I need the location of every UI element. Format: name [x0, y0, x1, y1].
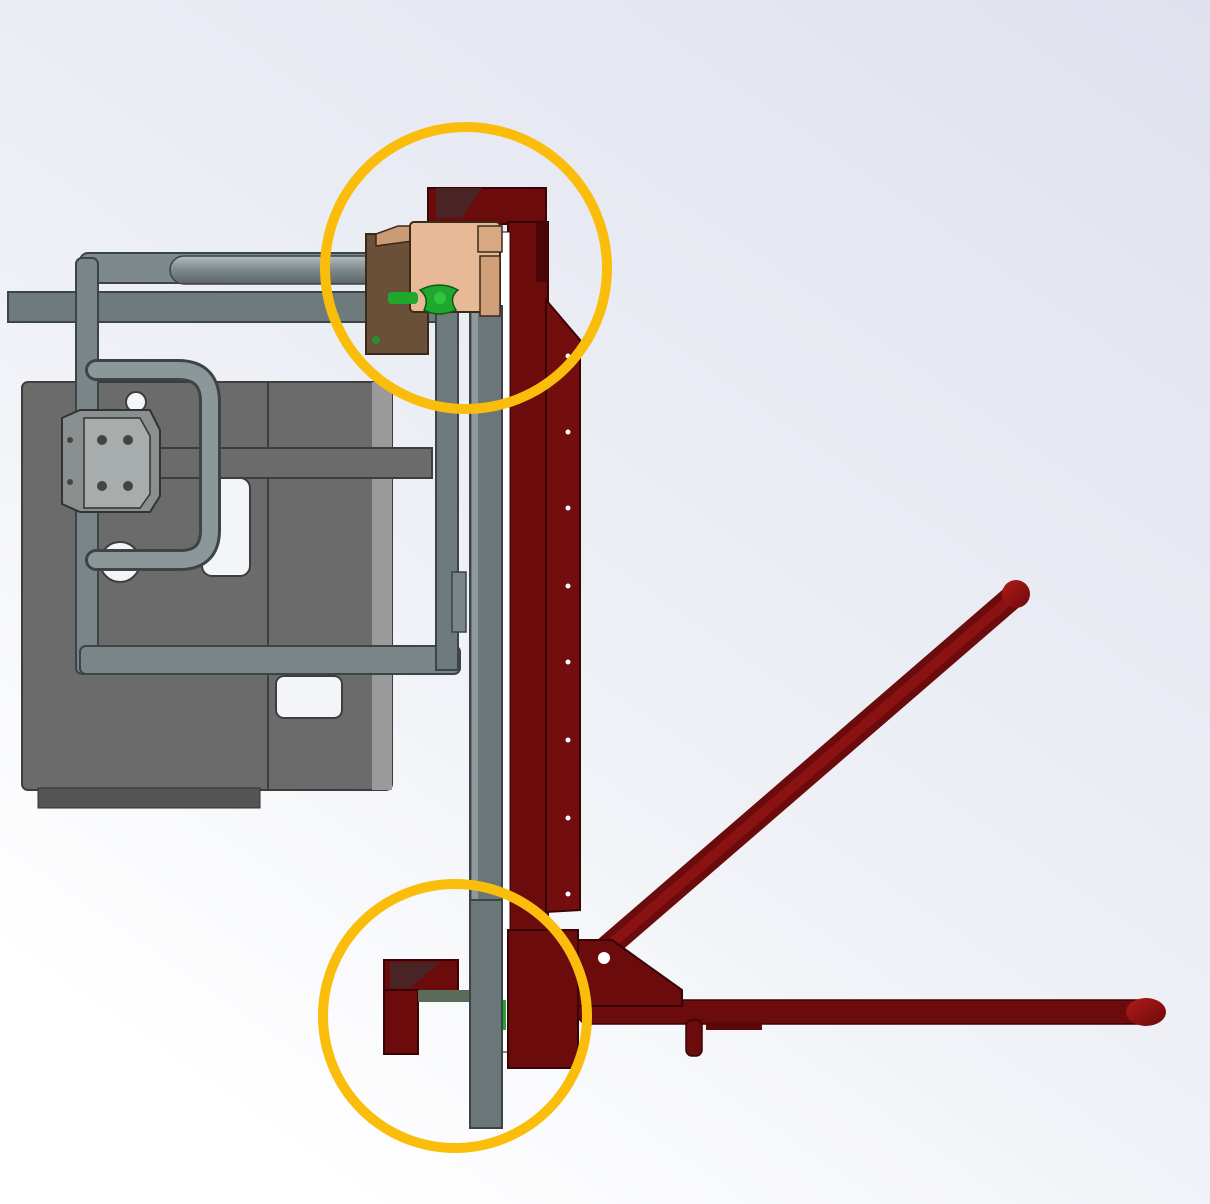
clamp-bracket — [365, 221, 503, 355]
grey-mast-front — [469, 899, 503, 1129]
lower-base-highlight — [318, 879, 592, 1153]
hinge-plate — [61, 409, 161, 513]
handle-grip — [1126, 998, 1166, 1026]
green-knob — [388, 284, 460, 315]
red-base — [383, 580, 1166, 1069]
red-main-frame — [427, 187, 581, 1069]
panel-cutout — [275, 675, 343, 719]
handle-grip — [1002, 580, 1030, 608]
upper-clamp-highlight — [320, 122, 612, 414]
